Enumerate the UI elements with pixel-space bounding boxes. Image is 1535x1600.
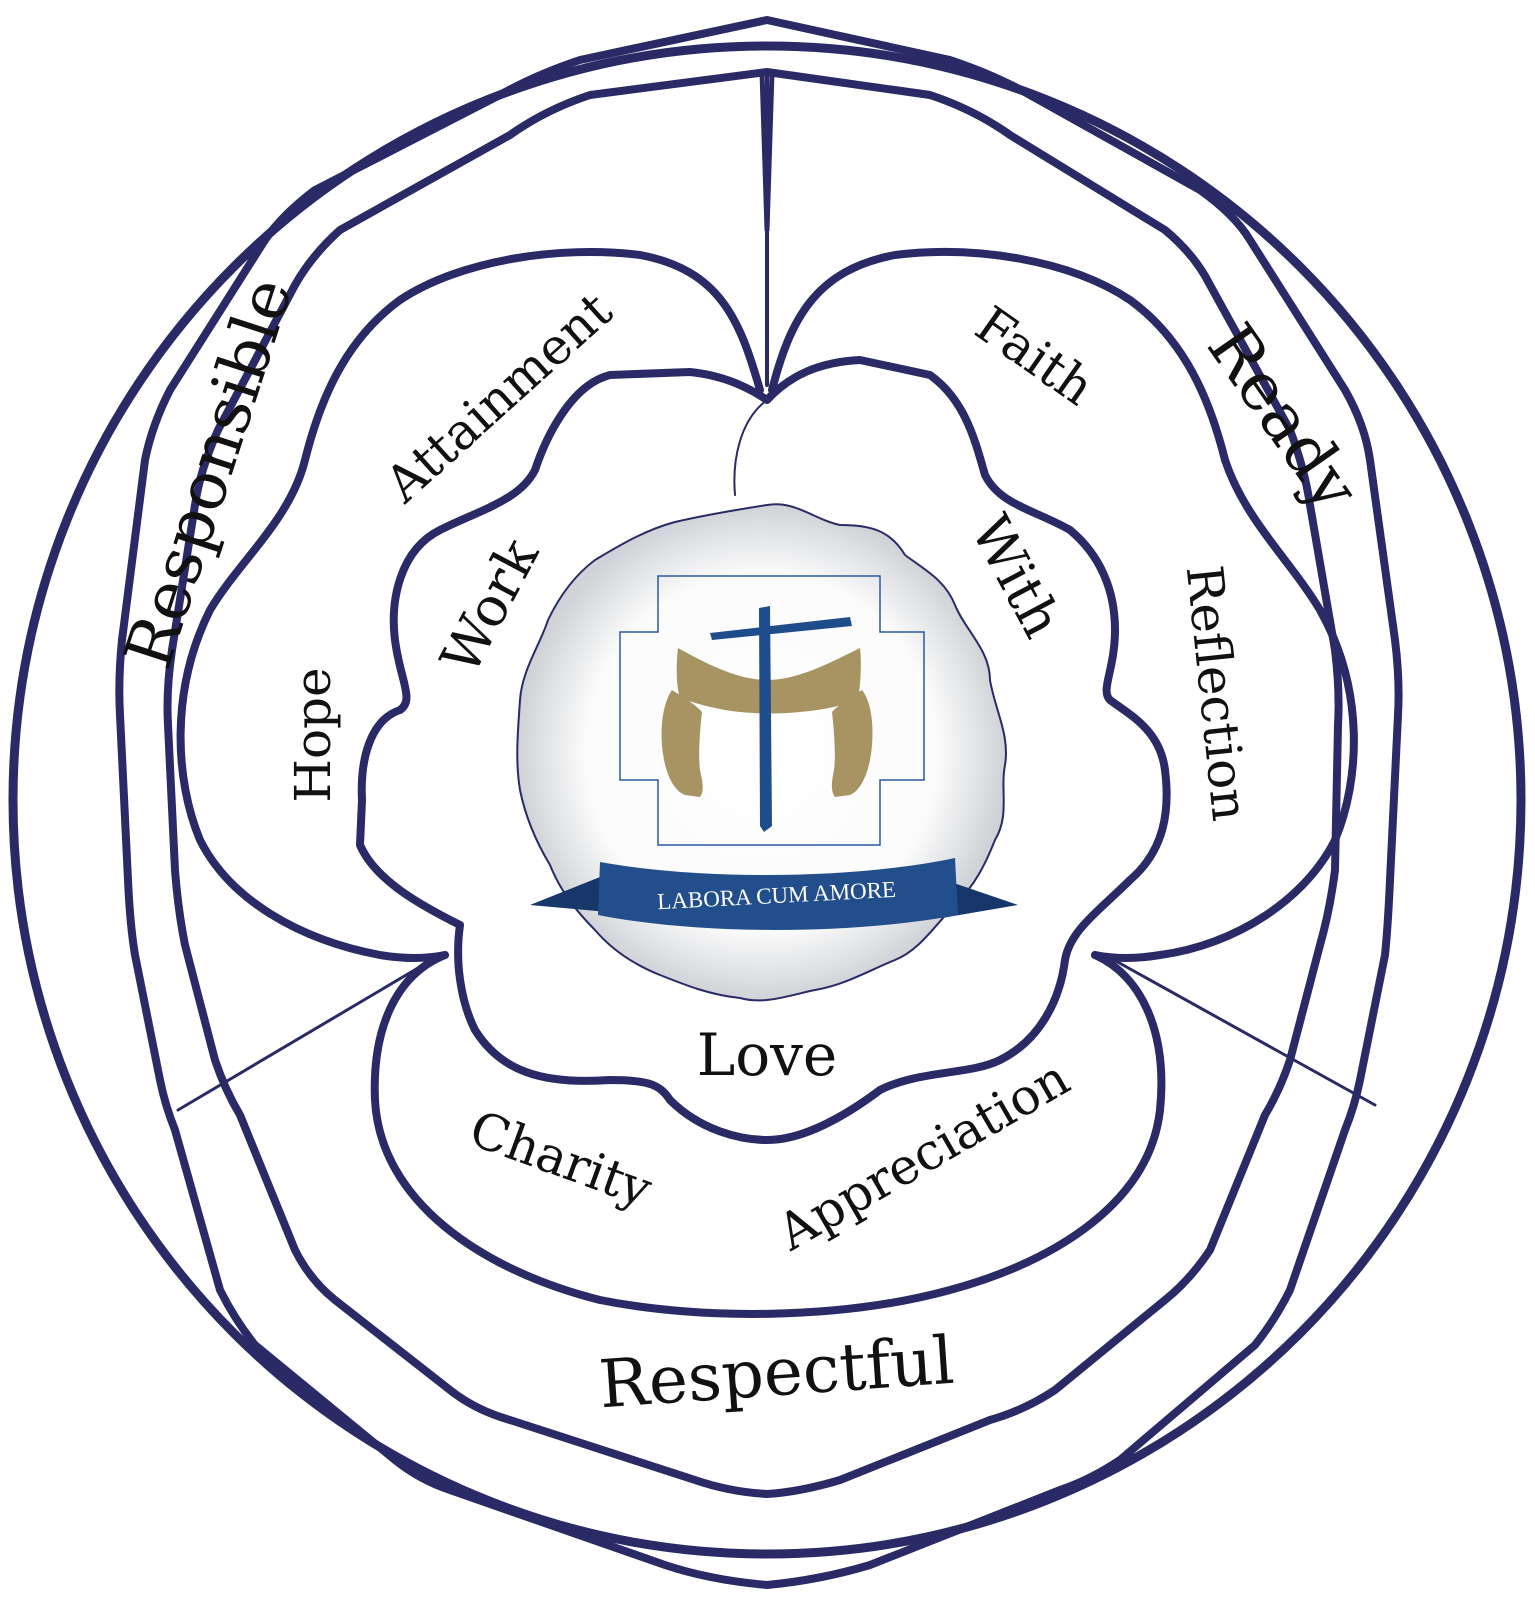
inner-band-outline [163,68,1343,1498]
label-respectful: Respectful [596,1322,956,1424]
mantle-left-sleeve [661,690,703,797]
spoke-lower-right [1103,953,1377,1107]
label-attainment: Attainment [373,281,623,514]
label-charity: Charity [462,1100,660,1219]
label-reflection: Reflection [1175,563,1260,824]
banner-right-tail [942,880,1018,918]
outer-band-outline [115,16,1403,1589]
label-love: Love [697,1021,838,1089]
cross-vertical [759,606,772,832]
petal-bottom [370,951,1166,1318]
outer-circle [8,41,1526,1559]
label-ready: Ready [1192,310,1375,525]
petal-right [768,248,1358,963]
emblem-frame [619,575,925,846]
motto-banner [598,858,958,930]
inner-rose-top-fold [733,399,768,496]
mantle-right-sleeve [831,690,873,797]
petal-left [176,248,764,963]
banner-left-tail [530,875,608,912]
inner-rose-outline [356,356,1171,1144]
spoke-lower-left [176,953,442,1112]
label-hope: Hope [284,667,342,802]
cross-horizontal [710,617,852,640]
label-faith: Faith [965,295,1104,417]
